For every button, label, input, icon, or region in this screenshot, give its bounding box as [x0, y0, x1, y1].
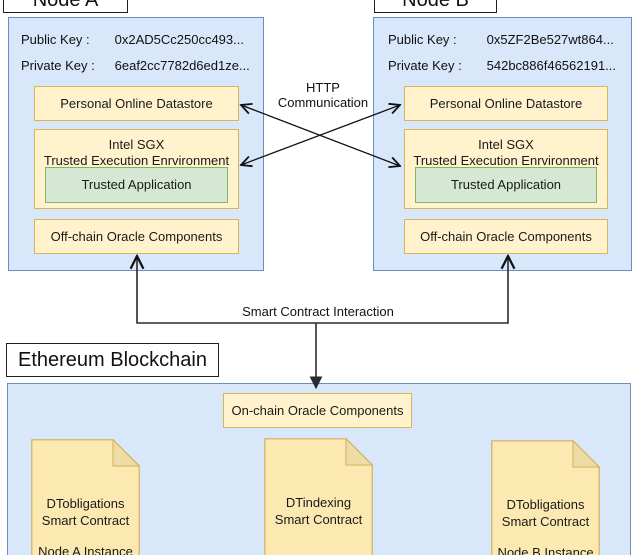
contract-doc-node-a: DTobligations Smart Contract Node A Inst… — [31, 438, 141, 555]
contract-name: DTindexing — [285, 495, 352, 510]
document-shape-icon — [264, 437, 374, 555]
node-b-title: Node B — [374, 0, 497, 13]
onchain-oracle-box: On-chain Oracle Components — [223, 393, 412, 428]
node-a-public-key-row: Public Key : 0x2AD5Cc250cc493... — [21, 32, 244, 47]
public-key-value: 0x5ZF2Be527wt864... — [486, 32, 614, 47]
contract-instance: Node A Instance — [38, 544, 133, 555]
node-a-trusted-app-box: Trusted Application — [45, 167, 228, 203]
sgx-title: Intel SGX — [478, 137, 534, 152]
contract-name: DTobligations — [506, 497, 585, 512]
node-b-offchain-box: Off-chain Oracle Components — [404, 219, 608, 254]
public-key-value: 0x2AD5Cc250cc493... — [114, 32, 244, 47]
contract-name: DTobligations — [46, 496, 125, 511]
node-b-panel: Public Key : 0x5ZF2Be527wt864... Private… — [373, 17, 632, 271]
private-key-value: 542bc886f46562191... — [486, 58, 617, 73]
contract-instance: Node B Instance — [497, 545, 594, 555]
node-b-private-key-row: Private Key : 542bc886f46562191... — [388, 58, 616, 73]
node-a-offchain-box: Off-chain Oracle Components — [34, 219, 239, 254]
private-key-label: Private Key : — [21, 58, 95, 73]
node-a-panel: Public Key : 0x2AD5Cc250cc493... Private… — [8, 17, 264, 271]
node-a-datastore-box: Personal Online Datastore — [34, 86, 239, 121]
node-a-private-key-row: Private Key : 6eaf2cc7782d6ed1ze... — [21, 58, 250, 73]
public-key-label: Public Key : — [21, 32, 90, 47]
contract-doc-indexing: DTindexing Smart Contract — [264, 437, 374, 555]
sgx-subtitle: Trusted Execution Enrvironment — [43, 153, 230, 168]
smart-contract-interaction-label: Smart Contract Interaction — [242, 304, 394, 319]
sgx-title: Intel SGX — [108, 137, 165, 152]
http-communication-label: HTTP Communication — [277, 80, 369, 110]
ethereum-title: Ethereum Blockchain — [6, 343, 219, 377]
document-shape-icon — [31, 438, 141, 555]
node-b-public-key-row: Public Key : 0x5ZF2Be527wt864... — [388, 32, 614, 47]
contract-type: Smart Contract — [501, 514, 590, 529]
contract-type: Smart Contract — [274, 512, 363, 527]
public-key-label: Public Key : — [388, 32, 457, 47]
node-a-sgx-box: Intel SGX Trusted Execution Enrvironment… — [34, 129, 239, 209]
private-key-value: 6eaf2cc7782d6ed1ze... — [114, 58, 250, 73]
node-b-trusted-app-box: Trusted Application — [415, 167, 597, 203]
document-shape-icon — [491, 439, 601, 555]
sgx-subtitle: Trusted Execution Enrvironment — [413, 153, 599, 168]
node-b-datastore-box: Personal Online Datastore — [404, 86, 608, 121]
private-key-label: Private Key : — [388, 58, 462, 73]
node-b-sgx-box: Intel SGX Trusted Execution Enrvironment… — [404, 129, 608, 209]
contract-doc-node-b: DTobligations Smart Contract Node B Inst… — [491, 439, 601, 555]
contract-type: Smart Contract — [41, 513, 130, 528]
node-a-title: Node A — [3, 0, 128, 13]
